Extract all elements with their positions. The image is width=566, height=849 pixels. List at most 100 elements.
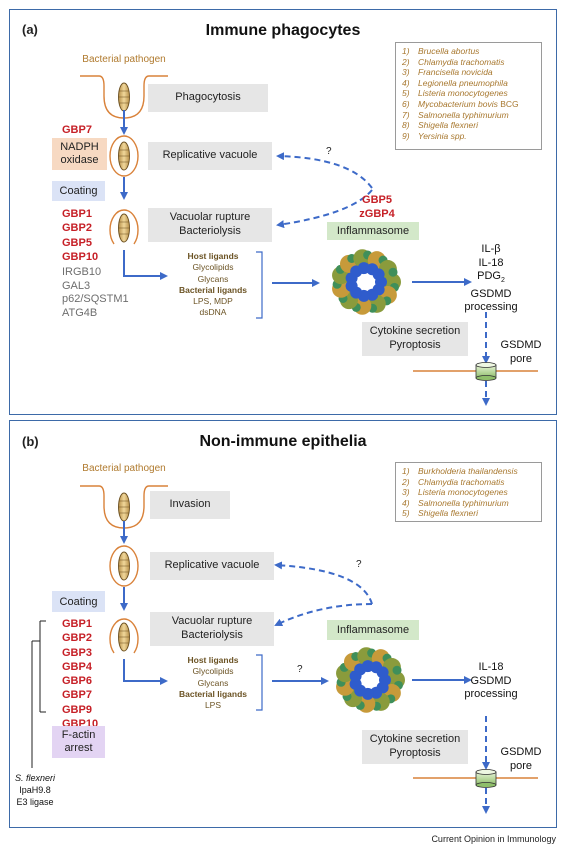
journal-credit: Current Opinion in Immunology [431, 834, 556, 844]
ligands-list-a: Host ligands Glycolipids Glycans Bacteri… [172, 251, 254, 319]
organism-list-a: 1)Brucella abortus 2)Chlamydia trachomat… [395, 42, 542, 150]
output-item: PDG2 [477, 270, 505, 285]
ligand-item: Glycans [197, 677, 229, 688]
organism-item: 5)Shigella flexneri [402, 508, 479, 519]
coating-gbp-list-a: GBP1 GBP2 GBP5 GBP10 [62, 207, 98, 264]
organism-item: 4)Salmonella typhimurium [402, 497, 509, 508]
inflammasome-subunit-accent [388, 267, 398, 277]
question-mark-b1: ? [356, 559, 362, 570]
ligand-item: Glycolipids [192, 262, 234, 273]
organism-item: 1)Burkholderia thailandensis [402, 466, 518, 476]
coating-gbp-list-b: GBP1 GBP2 GBP3 GBP4 GBP6 GBP7 GBP9 GBP10 [62, 617, 98, 731]
panel-a [9, 9, 557, 415]
dashed-arrow-to-vacuole-b [274, 561, 373, 605]
gsdmd-pore-label-a: GSDMD pore [498, 339, 544, 366]
coating-box-b: Coating [52, 591, 105, 612]
dashed-arrow-gbp5-to-vacuole-a [276, 152, 373, 189]
output-item: IL-18 [478, 256, 504, 269]
inflammasome-central-pore [362, 672, 378, 688]
inflammasome-box-b: Inflammasome [327, 620, 419, 640]
inflammasome-box-a: Inflammasome [327, 222, 419, 240]
replicative-vacuole-box-b: Replicative vacuole [150, 552, 274, 580]
gbp-item: GBP1 [62, 208, 92, 220]
gbp-item: GBP6 [62, 675, 92, 688]
organism-item: 2)Chlamydia trachomatis [402, 476, 505, 487]
gbp-item: GBP1 [62, 618, 92, 630]
question-mark-a: ? [326, 146, 332, 157]
inflammasome-subunit-inner [372, 268, 385, 281]
gsdmd-label: GSDMD [500, 746, 542, 758]
ligand-item: LPS, MDP [193, 296, 233, 307]
sflexneri-ipah98-label: S. flexneri IpaH9.8 E3 ligase [12, 772, 58, 808]
panel-b-label: (b) [22, 434, 39, 449]
rupture-line2: Bacteriolysis [179, 225, 241, 237]
output-item: GSDMD [470, 674, 512, 687]
bacterial-ligands-heading: Bacterial ligands [178, 688, 248, 699]
organism-item: 2)Chlamydia trachomatis [402, 56, 505, 67]
inflammasome-subunit-accent [392, 665, 402, 675]
coating-box-a: Coating [52, 181, 105, 201]
panel-a-title: Immune phagocytes [205, 22, 361, 39]
gbp-item: GBP2 [62, 222, 92, 235]
inflammasome-central-pore [358, 274, 374, 290]
output-item: IL-β [481, 243, 501, 255]
nadph-line1: NADPH [60, 140, 99, 153]
arrow-to-ligands-b [123, 659, 168, 685]
organism-item: 7)Salmonella typhimurium [402, 109, 509, 120]
rupture-line1: Vacuolar rupture [169, 211, 251, 224]
invasion-box: Invasion [150, 491, 230, 519]
gbp-item: GBP5 [62, 236, 92, 249]
organism-item: 1)Brucella abortus [402, 46, 480, 56]
sflexneri-name: S. flexneri [14, 773, 56, 783]
output-item: processing [464, 688, 518, 700]
bacterial-pathogen-label-a: Bacterial pathogen [82, 54, 166, 65]
output-item: IL-18 [478, 661, 504, 673]
ligand-bracket-a [256, 251, 263, 319]
cofactor-list-a: IRGB10 GAL3 p62/SQSTM1 ATG4B [62, 266, 129, 320]
gbp7-label-a: GBP7 [62, 124, 92, 136]
dashed-arrow-to-rupture-b [274, 603, 373, 627]
nadph-line2: oxidase [60, 154, 99, 166]
bacterial-ligands-heading: Bacterial ligands [178, 284, 248, 295]
ligand-item: dsDNA [199, 307, 227, 318]
gsdmd-pore-icon-a [475, 362, 497, 381]
gsdmd-pore-label-b: GSDMD pore [498, 746, 544, 773]
gbp-item: GBP2 [62, 632, 92, 645]
inflammasome-outputs-b: IL-18 GSDMD processing [462, 661, 520, 702]
cofactor-item: IRGB10 [62, 266, 102, 278]
inflammasome-structure-b [336, 647, 405, 713]
arrow-to-ligands-a [123, 250, 168, 280]
secretion-line2: Pyroptosis [389, 747, 441, 759]
rupture-line2: Bacteriolysis [181, 629, 243, 641]
pore-label: pore [509, 759, 533, 772]
organism-item: 5)Listeria monocytogenes [402, 88, 508, 99]
gbp5-zgbp4-label: GBP5 zGBP4 [355, 193, 399, 222]
e3-ligase-label: E3 ligase [16, 797, 54, 807]
pore-label: pore [509, 352, 533, 365]
cofactor-item: p62/SQSTM1 [62, 293, 129, 305]
organism-item: 9)Yersinia spp. [402, 130, 467, 141]
output-item: GSDMD [470, 287, 512, 300]
organism-item: 4)Legionella pneumophila [402, 77, 508, 88]
ligand-item: LPS [204, 700, 222, 711]
phagocytosis-box: Phagocytosis [148, 84, 268, 112]
gbp5-label: GBP5 [362, 194, 392, 206]
factin-line1: F-actin [61, 728, 96, 741]
panel-a-label: (a) [22, 22, 38, 37]
host-ligands-heading: Host ligands [187, 251, 239, 261]
organism-item: 6)Mycobacterium bovis BCG [402, 98, 519, 109]
rupture-line1: Vacuolar rupture [171, 615, 253, 628]
organism-item: 3)Listeria monocytogenes [402, 487, 508, 498]
gsdmd-pore-icon-b [475, 769, 497, 788]
ligand-item: Glycans [197, 273, 229, 284]
secretion-line1: Cytokine secretion [369, 325, 461, 338]
organism-item: 3)Francisella novicida [402, 67, 493, 78]
sflexneri-inhibition-bracket [31, 620, 46, 768]
